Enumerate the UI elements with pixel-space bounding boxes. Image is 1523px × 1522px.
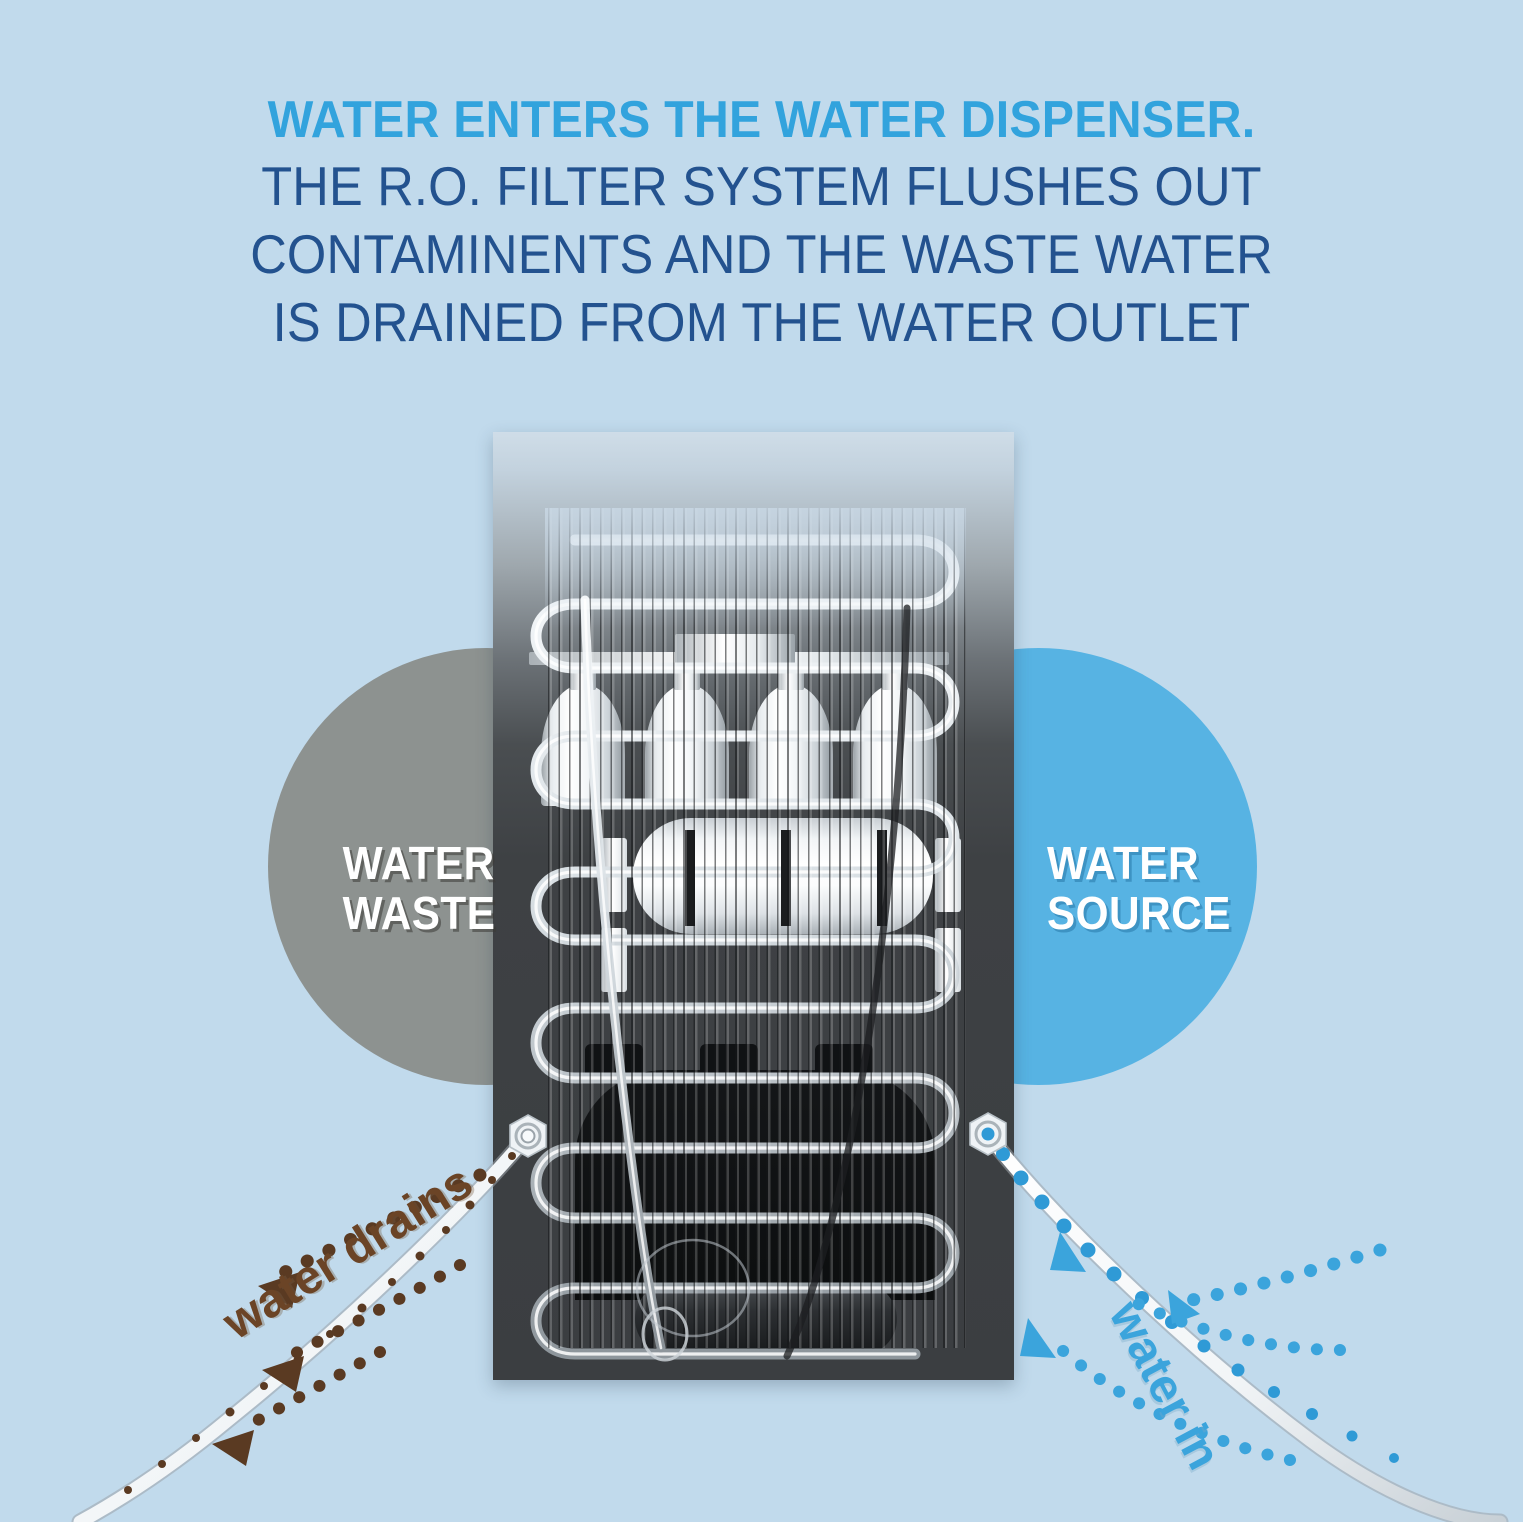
water-drains-label: water drains: [213, 1155, 482, 1350]
inlet-water-droplets: [996, 1147, 1399, 1463]
drain-debris-droplets: [124, 1152, 516, 1494]
inlet-trail-mid: [1050, 1232, 1346, 1356]
drain-trail-upper: [258, 1168, 487, 1308]
headline-line-4: IS DRAINED FROM THE WATER OUTLET: [272, 291, 1251, 353]
water-in-label: water in: [1098, 1293, 1231, 1479]
riser-tubes: [580, 580, 911, 1362]
condenser-coil-area: [515, 488, 992, 1364]
headline-line-3: CONTAMINENTS AND THE WASTE WATER: [250, 223, 1273, 285]
inlet-trail-lower: [1020, 1318, 1296, 1466]
water-source-inlet-port: [966, 1112, 1010, 1156]
drain-trail-mid: [262, 1259, 466, 1392]
headline-block: WATER ENTERS THE WATER DISPENSER. THE R.…: [0, 88, 1523, 356]
headline-line-2: THE R.O. FILTER SYSTEM FLUSHES OUT: [261, 155, 1262, 217]
water-dispenser-back-panel: [493, 432, 1014, 1380]
drain-trail-lower: [212, 1346, 386, 1466]
headline-line-1: WATER ENTERS THE WATER DISPENSER.: [267, 91, 1256, 149]
inlet-trail-upper: [1168, 1243, 1387, 1324]
waste-water-outlet-port: [506, 1114, 550, 1158]
